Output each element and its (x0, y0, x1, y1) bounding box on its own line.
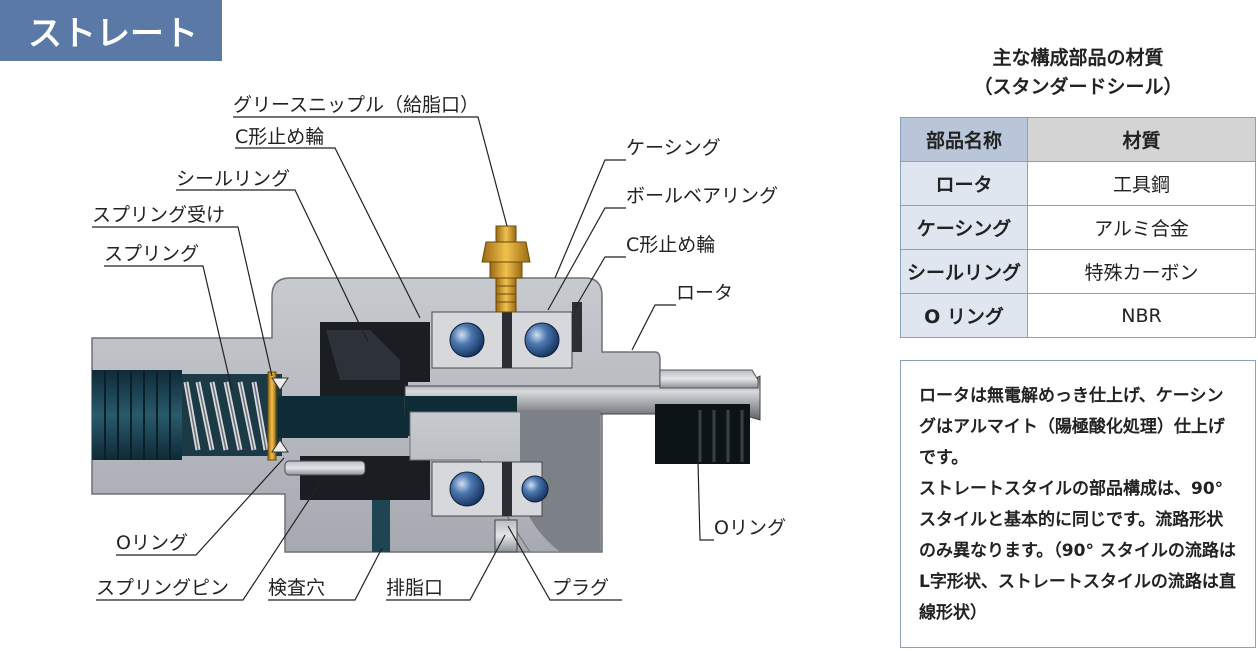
table-row: O リング NBR (900, 293, 1256, 338)
material-cell: 工具鋼 (1027, 161, 1256, 206)
material-cell: NBR (1027, 293, 1256, 338)
materials-header-row: 部品名称 材質 (900, 117, 1256, 162)
table-row: ロータ 工具鋼 (900, 161, 1256, 206)
callout-rotor: ロータ (676, 282, 733, 304)
materials-title-line2: （スタンダードシール） (973, 76, 1183, 98)
callout-casing: ケーシング (626, 137, 721, 159)
callout-c-ring-1: C形止め輪 (235, 126, 324, 148)
callout-o-ring-left: Oリング (116, 532, 188, 554)
spring-seat (267, 371, 277, 461)
callout-spring-seat: スプリング受け (92, 204, 225, 226)
leader-lines (92, 116, 714, 601)
material-cell: 特殊カーボン (1027, 249, 1256, 294)
callout-spring: スプリング (104, 243, 199, 265)
right-thread-ridges (698, 410, 744, 462)
grease-nipple (481, 225, 531, 313)
part-name-cell: シールリング (900, 249, 1028, 294)
callout-ball-bearing: ボールベアリング (626, 185, 778, 207)
material-cell: アルミ合金 (1027, 205, 1256, 250)
inspection-hole-shape (372, 500, 390, 552)
note-paragraph-2: ストレートスタイルの部品構成は、90°スタイルと基本的に同じです。流路形状のみ異… (919, 479, 1236, 623)
callout-c-ring-2: C形止め輪 (626, 234, 715, 256)
part-name-cell: ケーシング (900, 205, 1028, 250)
note-box: ロータは無電解めっき仕上げ、ケーシングはアルマイト（陽極酸化処理）仕上げです。 … (900, 360, 1256, 648)
callout-o-ring-right: Oリング (714, 517, 786, 539)
callout-inspection-hole: 検査穴 (268, 577, 325, 599)
note-paragraph-1: ロータは無電解めっき仕上げ、ケーシングはアルマイト（陽極酸化処理）仕上げです。 (919, 386, 1225, 468)
table-row: ケーシング アルミ合金 (900, 205, 1256, 250)
callout-spring-pin: スプリングピン (96, 577, 229, 599)
callout-plug: プラグ (552, 577, 609, 599)
lower-bearings (431, 461, 549, 517)
part-name-cell: ロータ (900, 161, 1028, 206)
page-title: ストレート (0, 0, 222, 61)
header-part-name: 部品名称 (900, 117, 1028, 162)
spring-pin-shape (284, 460, 366, 476)
materials-title: 主な構成部品の材質 （スタンダードシール） (900, 44, 1256, 102)
table-row: シールリング 特殊カーボン (900, 249, 1256, 294)
callout-drain-port: 排脂口 (386, 577, 443, 599)
materials-title-line1: 主な構成部品の材質 (992, 47, 1164, 69)
right-thread (655, 404, 750, 464)
header-material: 材質 (1027, 117, 1256, 162)
left-thread-ridges (104, 370, 171, 460)
cross-section-diagram: グリースニップル（給脂口） C形止め輪 シールリング スプリング受け スプリング… (91, 94, 786, 601)
callout-seal-ring: シールリング (176, 168, 290, 190)
part-name-cell: O リング (900, 293, 1028, 338)
left-thread (92, 370, 182, 460)
flow-passage (278, 396, 408, 438)
materials-table: 部品名称 材質 ロータ 工具鋼 ケーシング アルミ合金 シールリング 特殊カーボ… (900, 117, 1256, 338)
callout-grease-nipple: グリースニップル（給脂口） (233, 94, 479, 116)
